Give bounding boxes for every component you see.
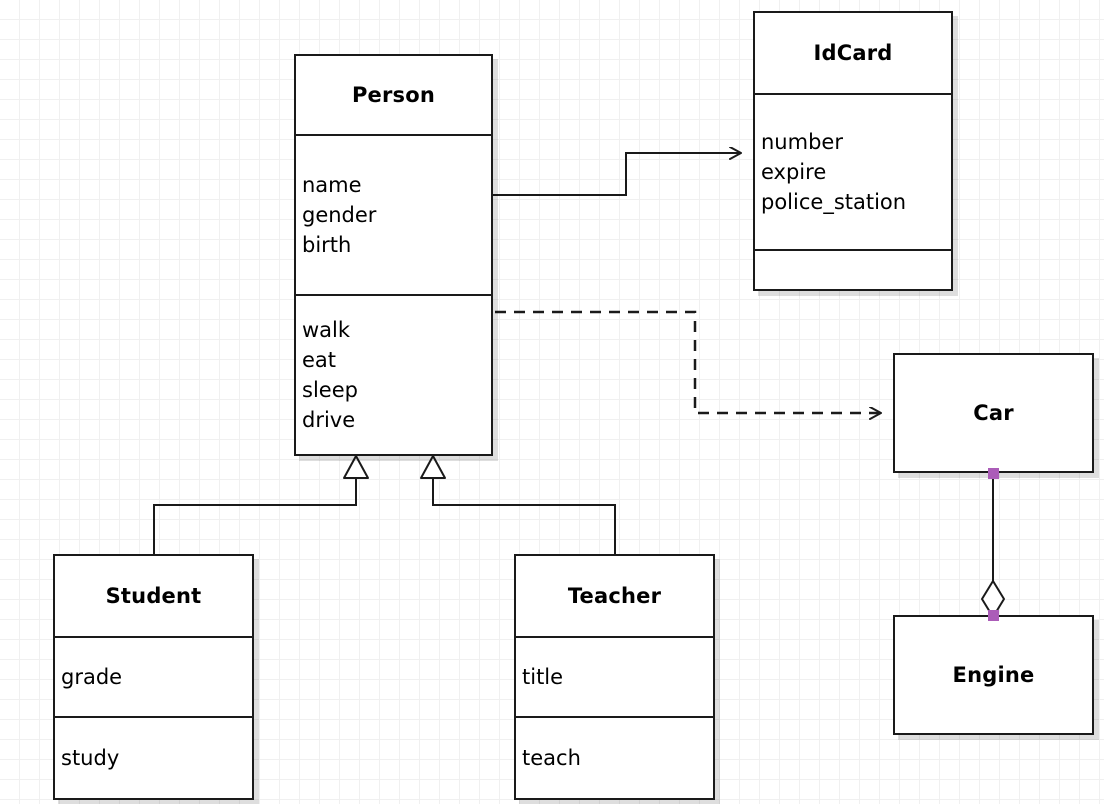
class-node-person[interactable]: Person name gender birth walk eat sleep … [294, 54, 493, 456]
edge-person-idcard[interactable] [493, 153, 741, 196]
generalization-triangle [420, 455, 446, 479]
class-title-engine: Engine [952, 663, 1035, 687]
attribute: police_station [761, 190, 907, 214]
attribute: expire [761, 160, 827, 184]
edge-student-person[interactable] [153, 455, 369, 554]
class-title-idcard: IdCard [813, 41, 893, 65]
attribute: birth [302, 233, 352, 257]
attribute: grade [61, 665, 123, 689]
link-handle-car-end[interactable] [988, 468, 999, 479]
operation: sleep [302, 378, 358, 402]
class-title-person: Person [351, 83, 436, 107]
attribute: name [302, 173, 362, 197]
operation: walk [302, 318, 351, 342]
edge-car-engine[interactable] [981, 473, 1005, 618]
class-attributes-person: name gender birth [296, 134, 491, 294]
class-operations-student: study [55, 716, 252, 798]
class-node-student[interactable]: Student grade study [53, 554, 254, 800]
generalization-triangle [343, 455, 369, 479]
attribute: title [522, 665, 564, 689]
class-title-teacher: Teacher [567, 584, 662, 608]
edge-teacher-person[interactable] [420, 455, 616, 554]
link-handle-engine-end[interactable] [988, 610, 999, 621]
attribute: gender [302, 203, 377, 227]
operation: eat [302, 348, 337, 372]
class-operations-idcard [755, 249, 951, 289]
operation: drive [302, 408, 356, 432]
edge-person-car[interactable] [495, 310, 881, 413]
class-node-engine[interactable]: Engine [893, 615, 1094, 735]
class-title-car: Car [973, 401, 1014, 425]
operation: study [61, 746, 120, 770]
attribute: number [761, 130, 843, 154]
class-attributes-idcard: number expire police_station [755, 93, 951, 249]
class-attributes-teacher: title [516, 636, 713, 716]
class-node-car[interactable]: Car [893, 353, 1094, 473]
class-title-student: Student [105, 584, 202, 608]
class-operations-person: walk eat sleep drive [296, 294, 491, 454]
class-node-teacher[interactable]: Teacher title teach [514, 554, 715, 800]
class-node-idcard[interactable]: IdCard number expire police_station [753, 11, 953, 291]
operation: teach [522, 746, 581, 770]
class-attributes-student: grade [55, 636, 252, 716]
class-operations-teacher: teach [516, 716, 713, 798]
